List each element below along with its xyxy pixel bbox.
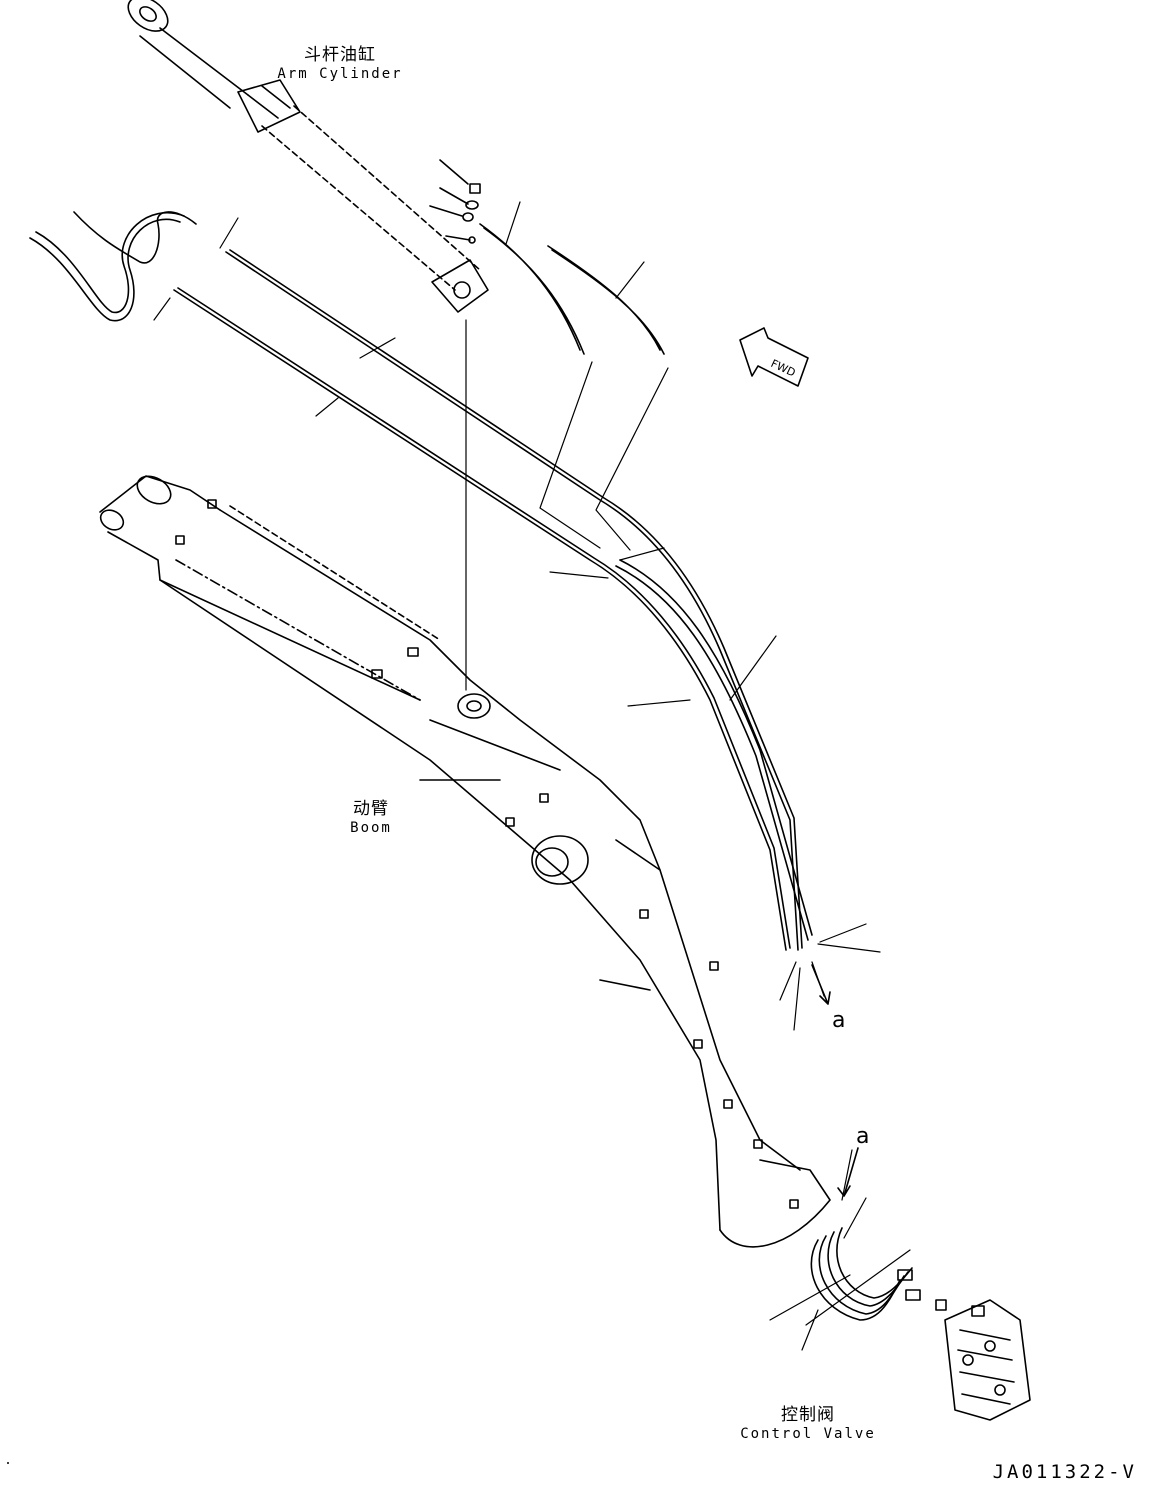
hose-left-2 — [73, 211, 197, 264]
boom — [99, 475, 831, 1248]
control-valve-label-cn: 控制阀 — [781, 1405, 835, 1425]
boom-label-cn: 动臂 — [353, 799, 389, 819]
arm-cylinder-label: 斗杆油缸 Arm Cylinder — [276, 45, 404, 82]
fwd-text: FWD — [769, 357, 798, 380]
callout-arrow-a-bottom — [837, 1147, 859, 1197]
fastener-parts — [429, 159, 481, 244]
valve-hose-bundle — [810, 1227, 947, 1321]
drawing-code: JA011322-V — [992, 1461, 1137, 1483]
boom-label: 动臂 Boom — [336, 799, 406, 836]
control-valve-label: 控制阀 Control Valve — [740, 1405, 876, 1442]
arm-cylinder-label-cn: 斗杆油缸 — [304, 45, 376, 65]
long-pipes — [173, 223, 813, 951]
leader-lines — [153, 201, 911, 1351]
callout-a-top: a — [832, 1008, 846, 1033]
fwd-arrow-icon: FWD — [739, 327, 809, 387]
boom-label-en: Boom — [350, 819, 392, 836]
hose-left-1 — [29, 212, 185, 322]
callout-arrow-a-top — [811, 964, 831, 1005]
control-valve-label-en: Control Valve — [740, 1425, 876, 1442]
arm-cylinder-label-en: Arm Cylinder — [277, 65, 403, 82]
callout-a-bottom: a — [856, 1124, 870, 1149]
control-valve — [944, 1299, 1031, 1421]
corner-dot — [7, 1462, 9, 1464]
arm-cylinder — [127, 0, 489, 313]
